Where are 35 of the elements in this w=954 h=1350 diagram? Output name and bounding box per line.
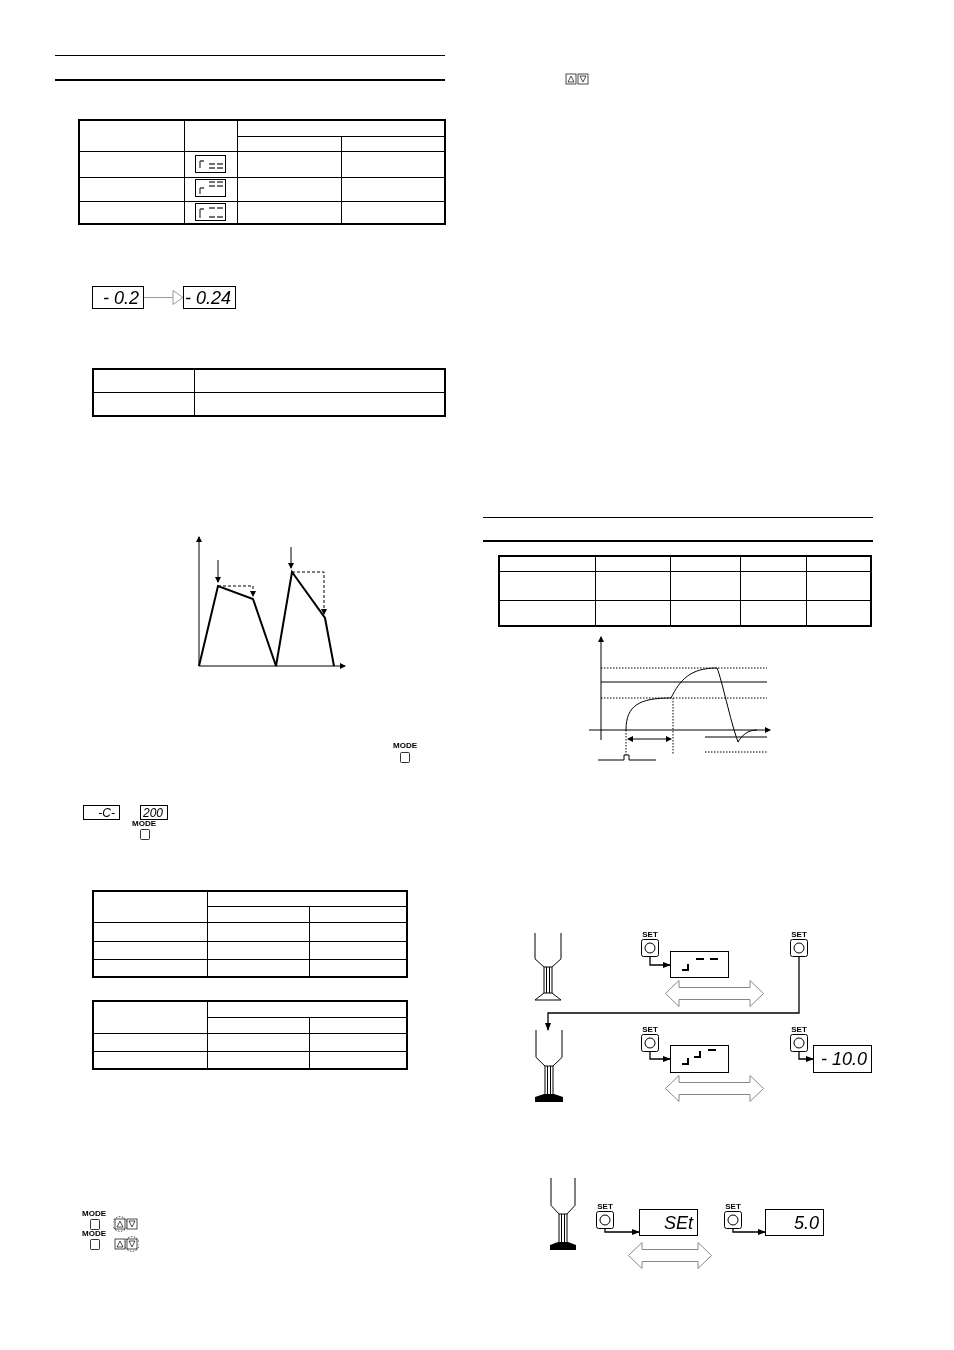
valve-drawing xyxy=(534,1030,564,1102)
digital-display: 200 xyxy=(140,805,168,820)
valve-drawing xyxy=(549,1178,577,1250)
segment-display xyxy=(670,1045,729,1073)
button-label: SET xyxy=(642,931,658,939)
digital-display: - 0.2 xyxy=(92,286,144,309)
set-button xyxy=(638,931,662,957)
button-label: MODE xyxy=(82,1210,106,1218)
button-label: SET xyxy=(642,1026,658,1034)
button-label: SET xyxy=(791,931,807,939)
button-label: MODE xyxy=(393,742,417,750)
digital-display: SEt xyxy=(639,1209,698,1236)
arrow xyxy=(649,1051,671,1062)
arrow xyxy=(545,956,800,1031)
set-button xyxy=(593,1203,617,1229)
set-button xyxy=(787,931,811,957)
digital-display: - 0.24 xyxy=(183,286,236,309)
button-label: SET xyxy=(791,1026,807,1034)
set-button xyxy=(638,1026,662,1052)
button-label: MODE xyxy=(132,820,156,828)
button-label: SET xyxy=(597,1203,613,1211)
digital-display: 5.0 xyxy=(765,1209,824,1236)
button-label: MODE xyxy=(82,1230,106,1238)
set-button xyxy=(721,1203,745,1229)
arrow xyxy=(732,1228,766,1235)
valve-drawing xyxy=(533,933,563,1001)
digital-display: -C- xyxy=(83,805,120,820)
arrow xyxy=(649,956,671,968)
set-button xyxy=(787,1026,811,1052)
arrow xyxy=(143,290,184,305)
button-label: SET xyxy=(725,1203,741,1211)
segment-display xyxy=(670,951,729,978)
arrow xyxy=(604,1228,640,1235)
digital-display: - 10.0 xyxy=(813,1045,872,1073)
arrow xyxy=(798,1051,814,1062)
